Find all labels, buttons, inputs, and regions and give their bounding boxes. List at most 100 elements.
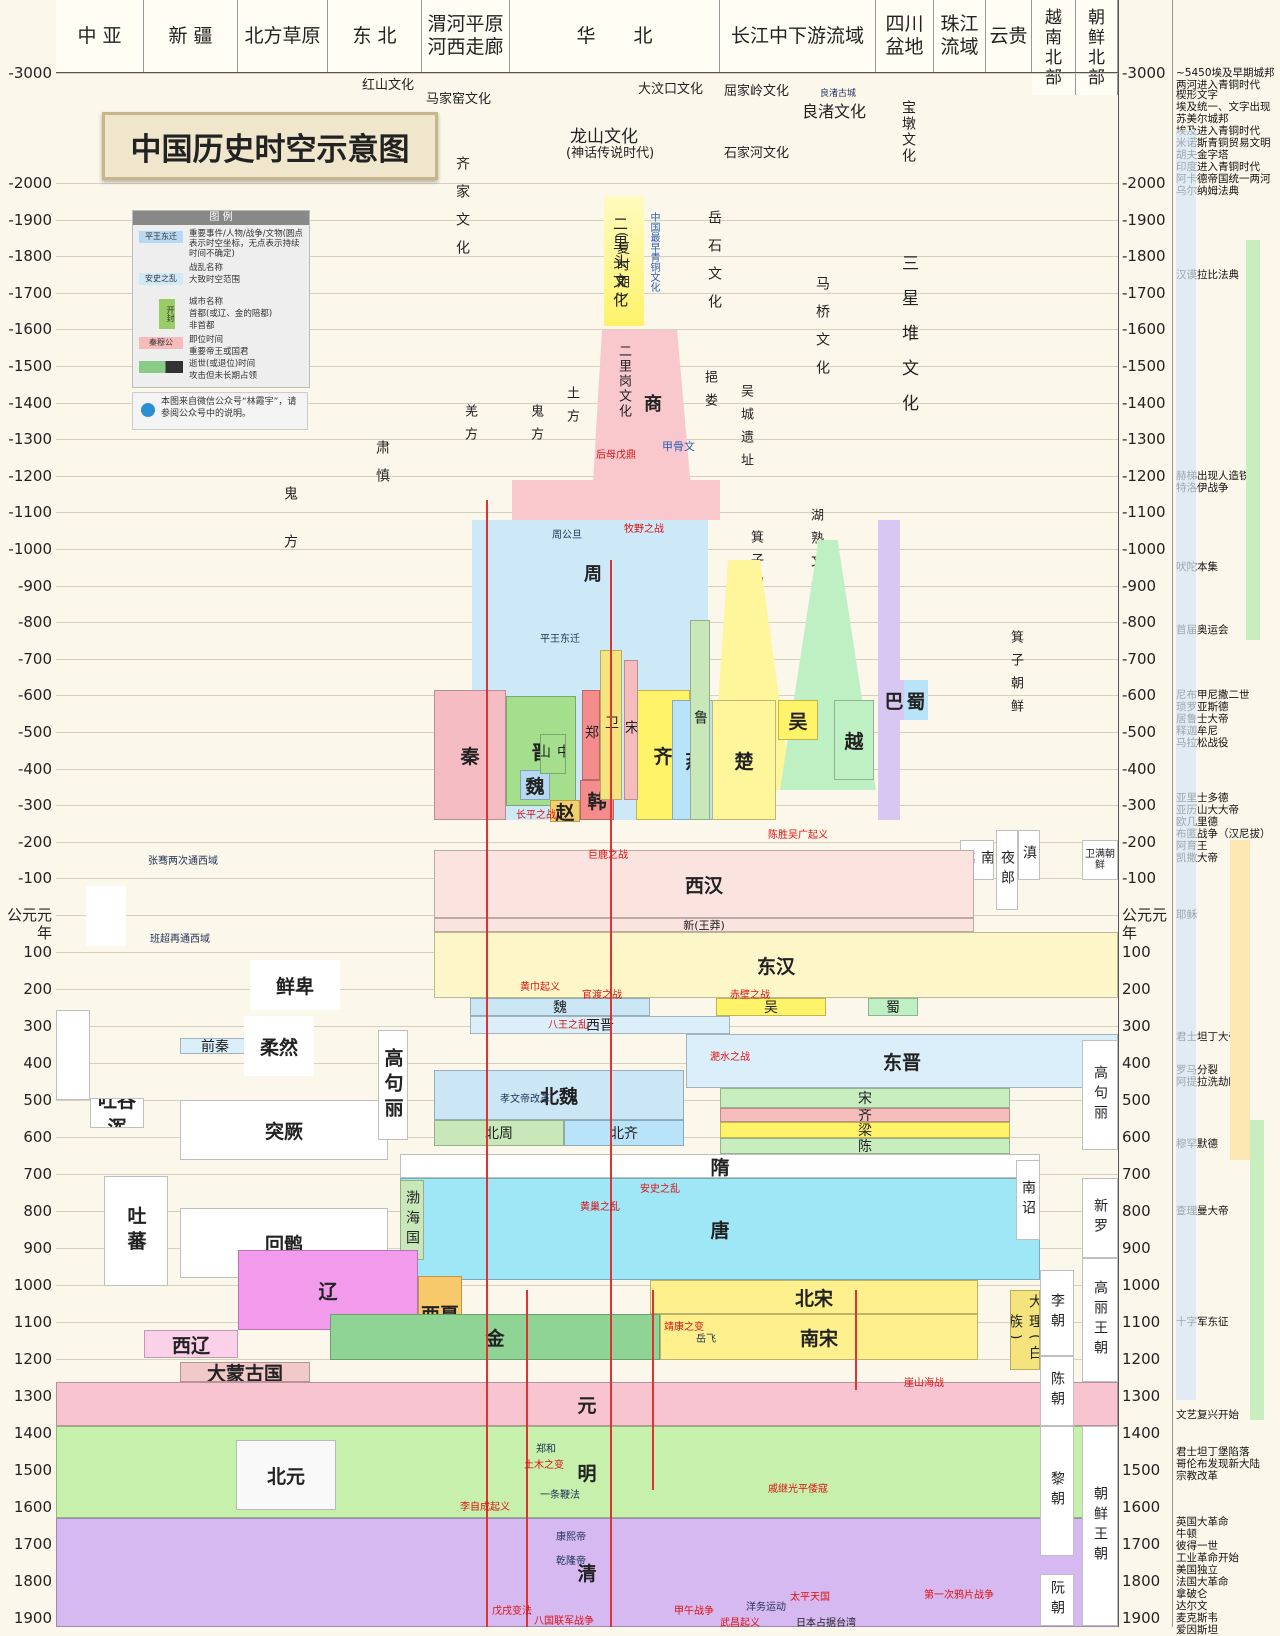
year-gridline <box>56 183 1118 184</box>
dynasty-northern-zhou: 北周 <box>434 1120 564 1146</box>
shang-peak <box>592 330 692 500</box>
year-tick-right: -200 <box>1122 832 1157 851</box>
world-event: 麦克斯韦 <box>1176 1611 1218 1624</box>
year-tick-left: 100 <box>23 943 52 961</box>
kingdom-wei: 魏 <box>470 998 650 1016</box>
year-tick-right: 600 <box>1122 1128 1151 1146</box>
world-event: 美国独立 <box>1176 1563 1218 1576</box>
world-event: 楔形文字 <box>1176 89 1218 101</box>
year-gridline <box>56 219 1118 221</box>
year-gridline <box>56 73 1118 74</box>
event-taiping: 太平天国 <box>790 1592 830 1603</box>
year-tick-right: -1900 <box>1122 210 1166 229</box>
legend-text-death: 逝世(或退位)时间 <box>189 359 256 369</box>
state-lu-block: 鲁 <box>690 620 710 820</box>
region-central-asia: 中 亚 <box>56 0 144 72</box>
state-han-block: 韩 <box>580 780 614 820</box>
state-zheng-block: 郑 <box>582 690 600 780</box>
kingdom-tubo: 吐蕃 <box>104 1176 168 1286</box>
legend-sample-ruler: 秦穆公 <box>139 337 183 349</box>
event-single-whip: 一条鞭法 <box>540 1490 580 1501</box>
world-event-group: 英国大革命牛顿彼得一世工业革命开始美国独立法国大革命拿破仑达尔文麦克斯韦爱因斯坦 <box>1176 1516 1280 1636</box>
event-anshi: 安史之乱 <box>640 1184 680 1195</box>
dynasty-northern-wei: 北魏 <box>434 1070 684 1120</box>
year-gridline <box>56 329 1118 331</box>
event-eight-princes: 八王之乱 <box>548 1020 588 1031</box>
year-tick-left: -3000 <box>8 64 52 82</box>
world-event: 埃及统一、文字出现 <box>1176 101 1271 113</box>
dynasty-tran: 陈朝 <box>1040 1356 1074 1426</box>
dynasty-ming: 明 <box>56 1426 1118 1518</box>
year-tick-left: -500 <box>17 723 52 741</box>
culture-hongshan: 红山文化 <box>362 78 415 93</box>
region-weihe-hexi: 渭河平原 河西走廊 <box>422 0 510 72</box>
tribe-guifang-steppe: 鬼方 <box>282 486 298 582</box>
event-kangxi: 康熙帝 <box>556 1532 586 1543</box>
year-tick-left: -1900 <box>8 210 52 229</box>
world-event: 苏美尔城邦 <box>1176 113 1229 125</box>
world-event-group: 文艺复兴开始 <box>1176 1409 1280 1421</box>
wechat-icon <box>141 403 155 417</box>
state-wei-block: 魏 <box>520 770 550 800</box>
culture-yueshi: 岳石文化 <box>706 210 722 322</box>
culture-qujialing: 屈家岭文化 <box>724 84 790 99</box>
dynasty-western-han: 西汉 <box>434 850 974 918</box>
year-tick-left: -2000 <box>8 174 52 192</box>
kingdom-shu: 蜀 <box>868 998 918 1016</box>
year-tick-left: -200 <box>17 832 52 851</box>
state-chu-block: 楚 <box>712 700 776 820</box>
region-northern-steppe: 北方草原 <box>238 0 328 72</box>
year-tick-left: 1100 <box>13 1313 52 1331</box>
state-zhao-block: 赵 <box>550 800 580 822</box>
year-tick-right: -1600 <box>1122 320 1166 339</box>
year-tick-left: 600 <box>23 1128 52 1146</box>
year-axis-left: -3000-2000-1900-1800-1700-1600-1500-1400… <box>0 0 56 1627</box>
band-rome <box>1230 840 1250 1160</box>
culture-dawenkou: 大汶口文化 <box>638 82 704 97</box>
culture-sanxingdui: 三星堆文化 <box>898 254 918 429</box>
world-event: 埃及进入青铜时代 <box>1176 125 1260 137</box>
band-babylon <box>1246 240 1260 640</box>
year-tick-left: 1600 <box>13 1498 52 1516</box>
dynasty-ly: 李朝 <box>1040 1270 1074 1356</box>
event-opium-war: 第一次鸦片战争 <box>924 1590 994 1601</box>
year-tick-left: -400 <box>17 759 52 778</box>
event-qijiguang: 戚继光平倭寇 <box>768 1484 828 1495</box>
year-tick-left: -1500 <box>8 357 52 375</box>
kingdom-wu: 吴 <box>716 998 826 1016</box>
dynasty-northern-qi: 北齐 <box>564 1120 684 1146</box>
band-abbasid <box>1250 1120 1264 1420</box>
year-tick-left: 400 <box>23 1054 52 1072</box>
world-event: 米诺斯青铜贸易文明 <box>1176 137 1271 149</box>
year-tick-right: -1100 <box>1122 503 1166 522</box>
year-tick-left: -1000 <box>8 540 52 558</box>
year-tick-right: -100 <box>1122 869 1157 888</box>
ba-band <box>878 520 900 820</box>
state-song-block: 宋 <box>624 660 638 800</box>
year-tick-left: 1400 <box>13 1424 52 1442</box>
region-xinjiang: 新 疆 <box>144 0 238 72</box>
dynasty-qing: 清 <box>56 1518 1118 1627</box>
world-event: 宗教改革 <box>1176 1469 1218 1482</box>
region-north-korea: 朝 鲜 北 部 <box>1076 0 1118 95</box>
kingdom-nanzhao: 南诏 <box>1016 1160 1040 1240</box>
dynasty-jin: 金 <box>330 1314 660 1360</box>
tribe-sushen: 肃慎 <box>374 440 390 496</box>
culture-majiayao: 马家窑文化 <box>426 92 492 107</box>
legend-text-city: 城市名称 <box>189 297 224 307</box>
year-tick-right: 1700 <box>1122 1535 1161 1553</box>
event-guandu: 官渡之战 <box>582 990 622 1001</box>
shang-base <box>512 480 720 520</box>
dynasty-le: 黎朝 <box>1040 1426 1074 1556</box>
year-tick-left: 300 <box>23 1017 52 1035</box>
empire-great-mongol: 大蒙古国 <box>180 1362 310 1382</box>
year-tick-left: 公元元年 <box>6 906 52 942</box>
event-zhenghe: 郑和 <box>536 1444 556 1455</box>
state-zhongshan-block: 中山 <box>540 734 566 774</box>
event-banchao: 班超再通西域 <box>150 934 210 945</box>
region-pearl-river: 珠江 流域 <box>934 0 986 72</box>
tribe-rouran: 柔然 <box>244 1016 314 1076</box>
culture-liangzhu-city: 良渚古城 <box>820 89 857 99</box>
year-tick-left: -600 <box>17 686 52 705</box>
year-tick-left: 200 <box>23 980 52 998</box>
